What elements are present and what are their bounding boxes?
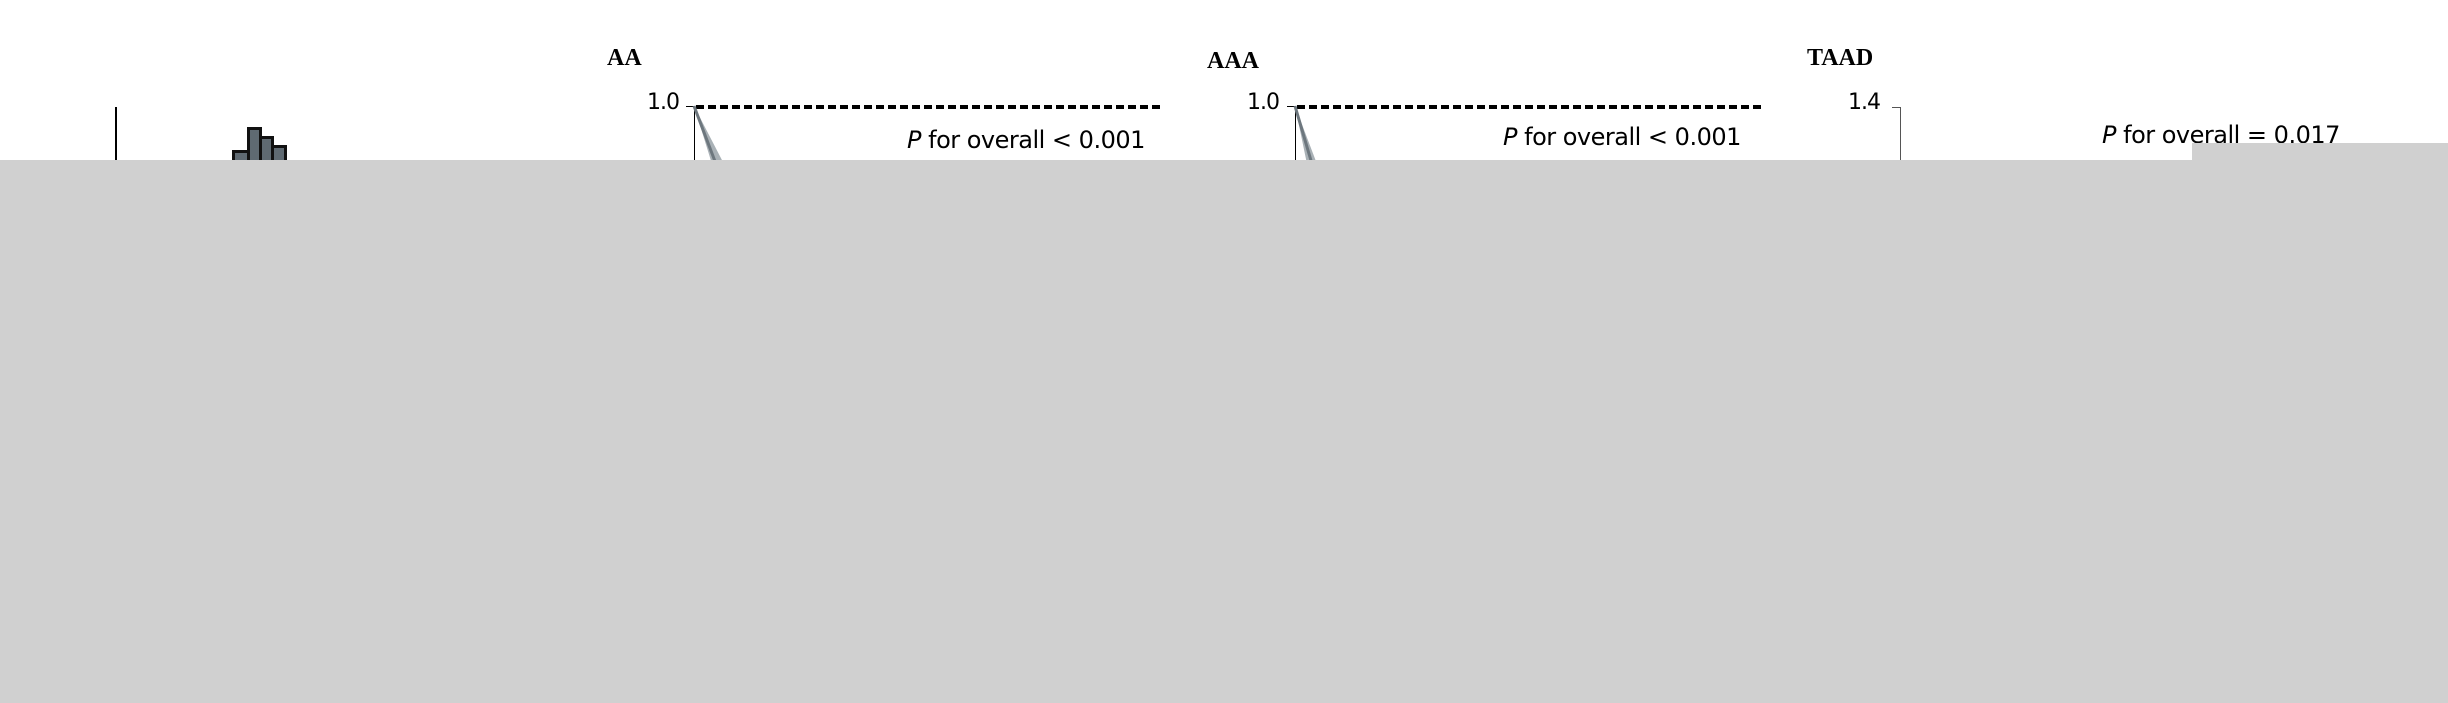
taad-y-tick [1892, 107, 1900, 108]
aaa-y-tick-label: 1.0 [1247, 90, 1280, 115]
aaa-ci-band [1293, 105, 1317, 165]
panel-title-aaa: AAA [1207, 48, 1259, 74]
aa-y-tick-label: 1.0 [647, 90, 680, 115]
aa-ci-band [692, 105, 724, 165]
aa-p-italic: P [907, 126, 921, 154]
aaa-y-axis [1295, 106, 1296, 166]
aa-y-tick [686, 106, 694, 107]
aa-y-axis [694, 106, 695, 166]
aaa-y-tick [1287, 106, 1295, 107]
aaa-p-italic: P [1503, 123, 1517, 151]
histogram-y-axis [115, 107, 117, 167]
aaa-p-annotation: P for overall < 0.001 [1503, 123, 1741, 151]
panel-title-aa: AA [607, 45, 642, 71]
taad-y-axis [1900, 107, 1901, 167]
aaa-reference-line [1297, 105, 1761, 109]
occluding-block-main [0, 160, 2448, 703]
aa-reference-line [696, 105, 1160, 109]
taad-y-tick-label: 1.4 [1848, 90, 1881, 115]
panel-title-taad: TAAD [1807, 45, 1874, 71]
aa-p-text: for overall < 0.001 [920, 126, 1145, 154]
aa-p-annotation: P for overall < 0.001 [907, 126, 1145, 154]
taad-p-italic: P [2102, 121, 2116, 149]
aaa-p-text: for overall < 0.001 [1516, 123, 1741, 151]
